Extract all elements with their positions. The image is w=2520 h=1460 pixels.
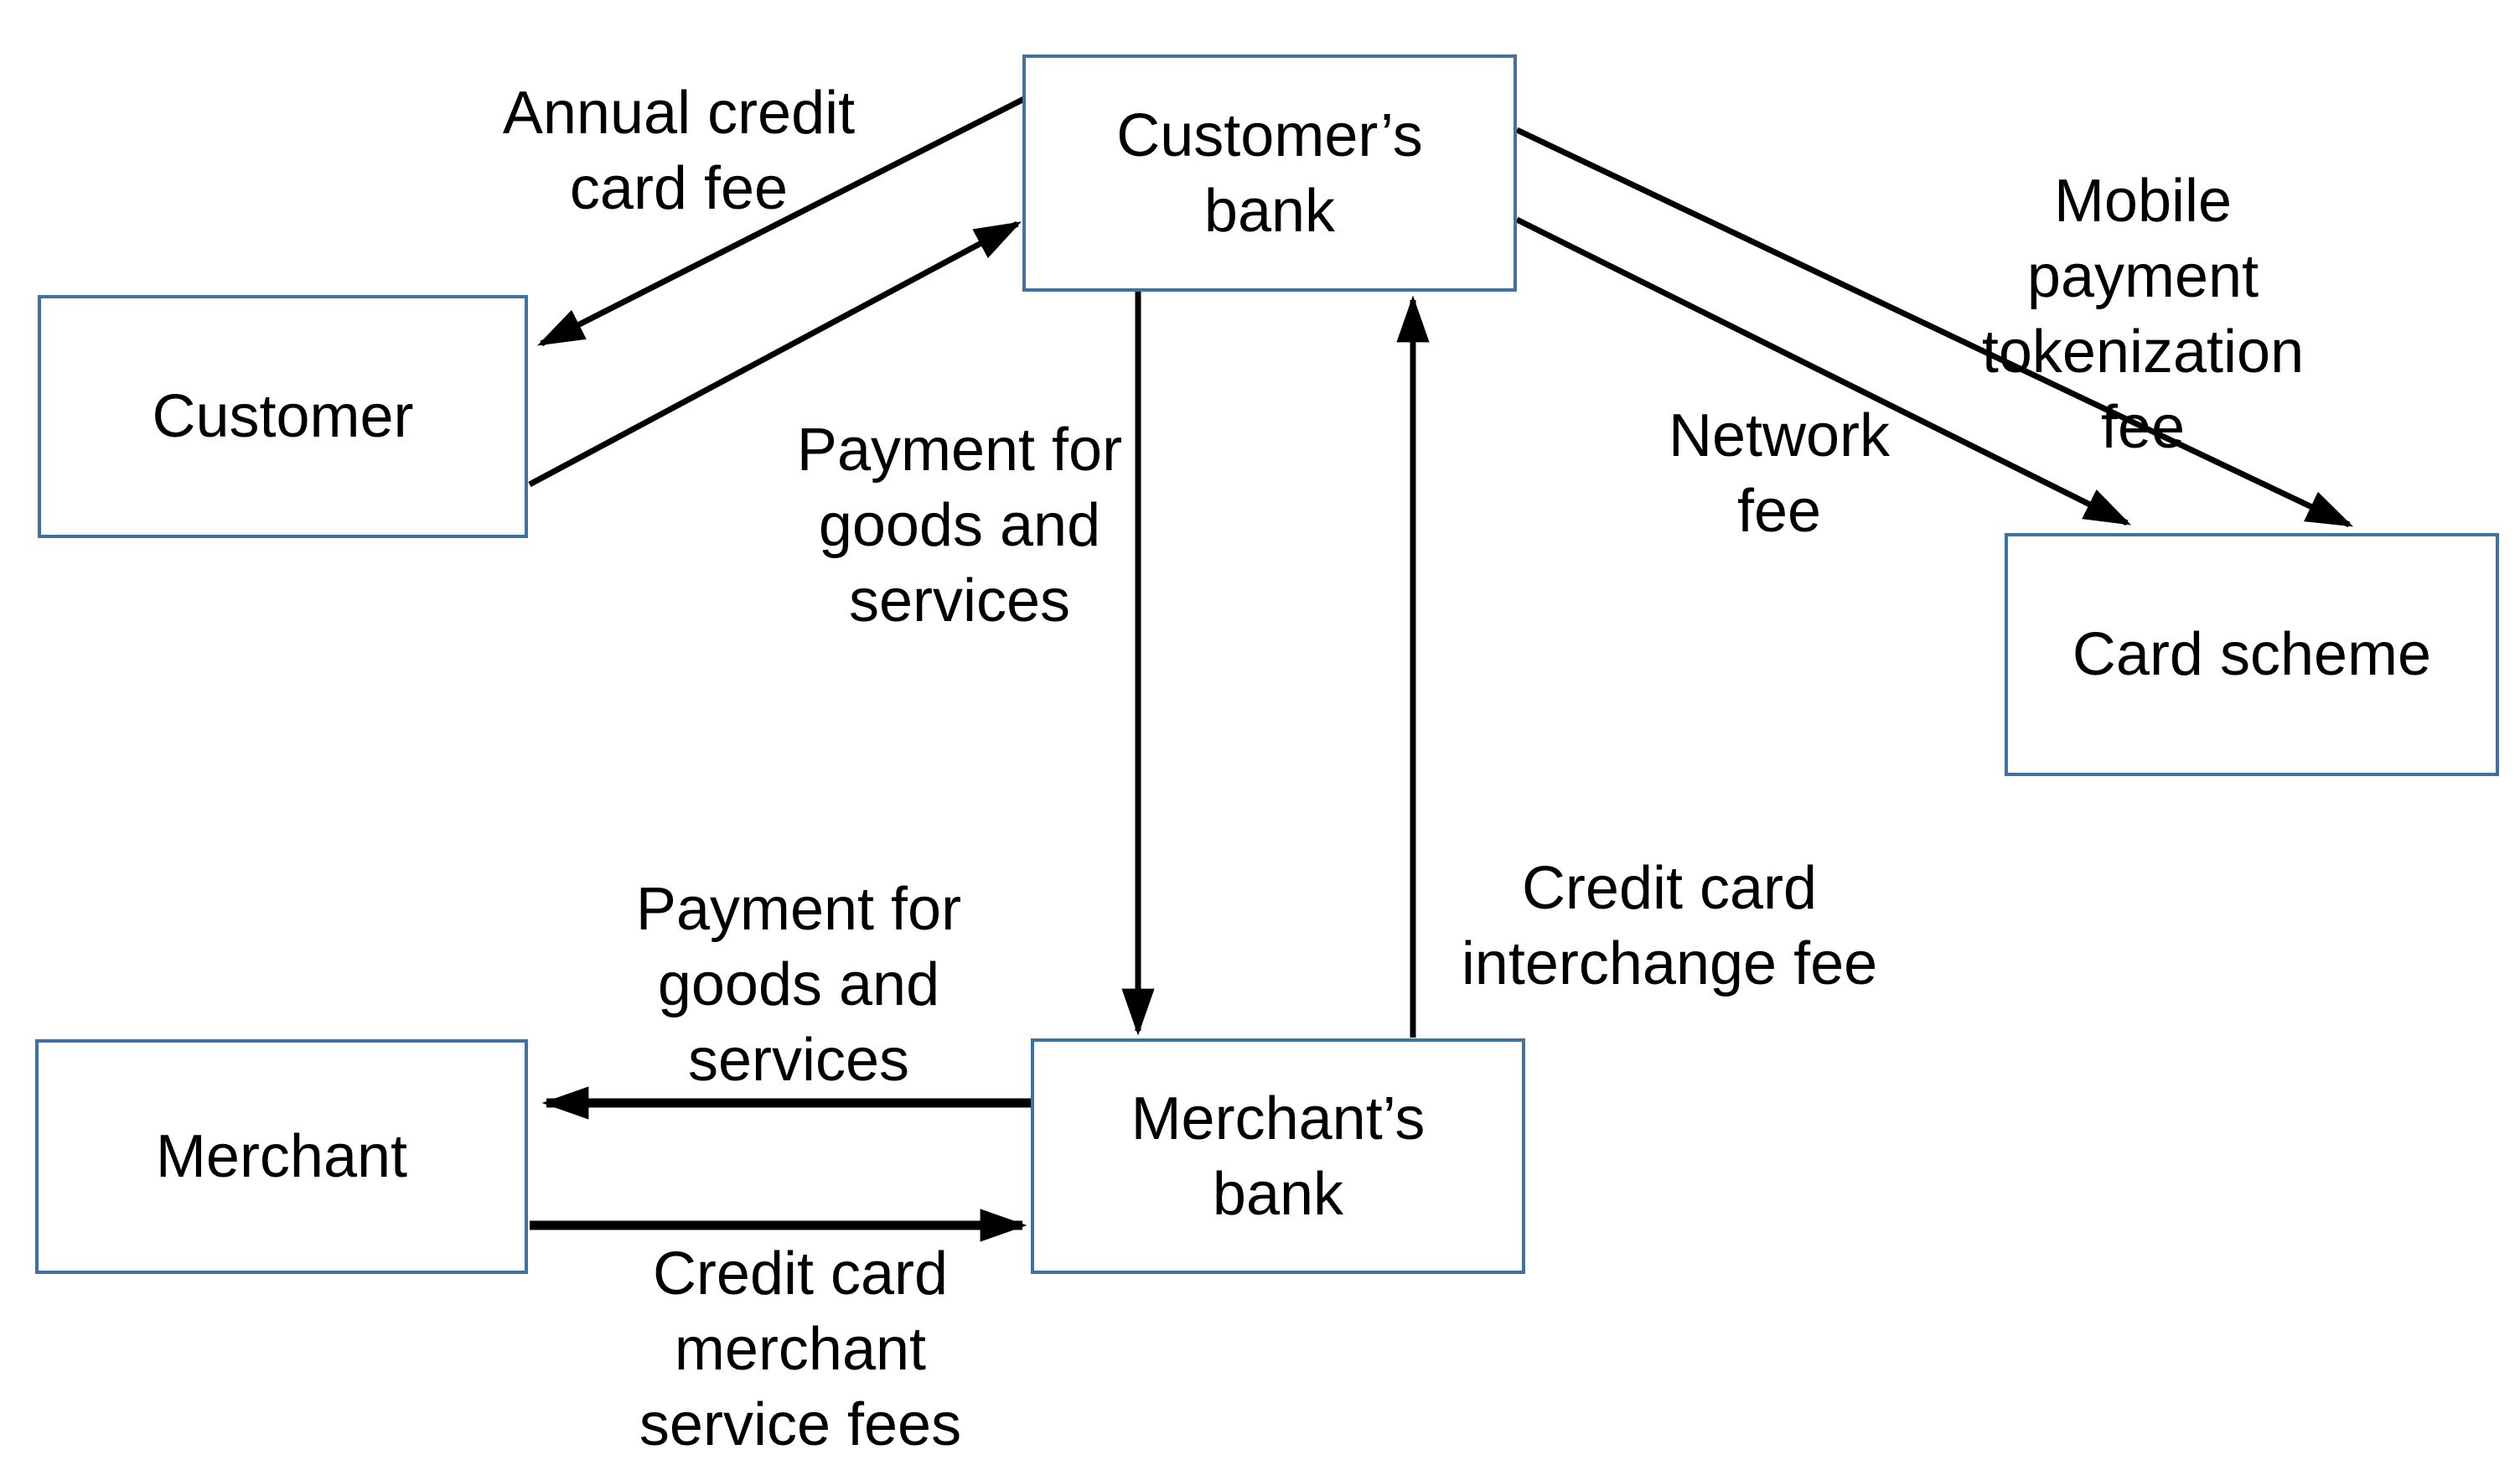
node-customers-bank: Customer’s bank xyxy=(1022,54,1517,292)
node-merchants-bank: Merchant’s bank xyxy=(1031,1038,1525,1274)
node-customer-label: Customer xyxy=(152,383,414,450)
edge-label-mobile-payment-tokenization-fee: Mobile payment tokenization fee xyxy=(1981,168,2305,461)
node-merchant-label: Merchant xyxy=(155,1123,408,1190)
edge-label-credit-card-interchange-fee: Credit card interchange fee xyxy=(1461,855,1878,997)
edge-label-payment-goods-services-bottom: Payment for goods and services xyxy=(635,876,962,1094)
edge-label-network-fee: Network fee xyxy=(1668,402,1891,545)
edge-annual-credit-card-fee xyxy=(537,96,1026,347)
edge-label-credit-card-merchant-service-fees: Credit card merchant service fees xyxy=(639,1240,962,1458)
node-merchants-bank-label: Merchant’s bank xyxy=(1131,1085,1426,1228)
node-card-scheme-label: Card scheme xyxy=(2072,621,2432,688)
edge-payment-goods-services-top xyxy=(528,220,1022,488)
node-card-scheme: Card scheme xyxy=(2005,533,2499,776)
node-customer: Customer xyxy=(38,295,528,538)
node-merchant: Merchant xyxy=(35,1039,528,1274)
edge-mobile-payment-tokenization-fee xyxy=(1515,127,2354,528)
edge-label-payment-goods-services-top: Payment for goods and services xyxy=(796,417,1123,634)
edge-network-fee xyxy=(1515,216,2132,526)
edge-label-annual-credit-card-fee: Annual credit card fee xyxy=(502,80,856,222)
node-customers-bank-label: Customer’s bank xyxy=(1116,101,1423,245)
